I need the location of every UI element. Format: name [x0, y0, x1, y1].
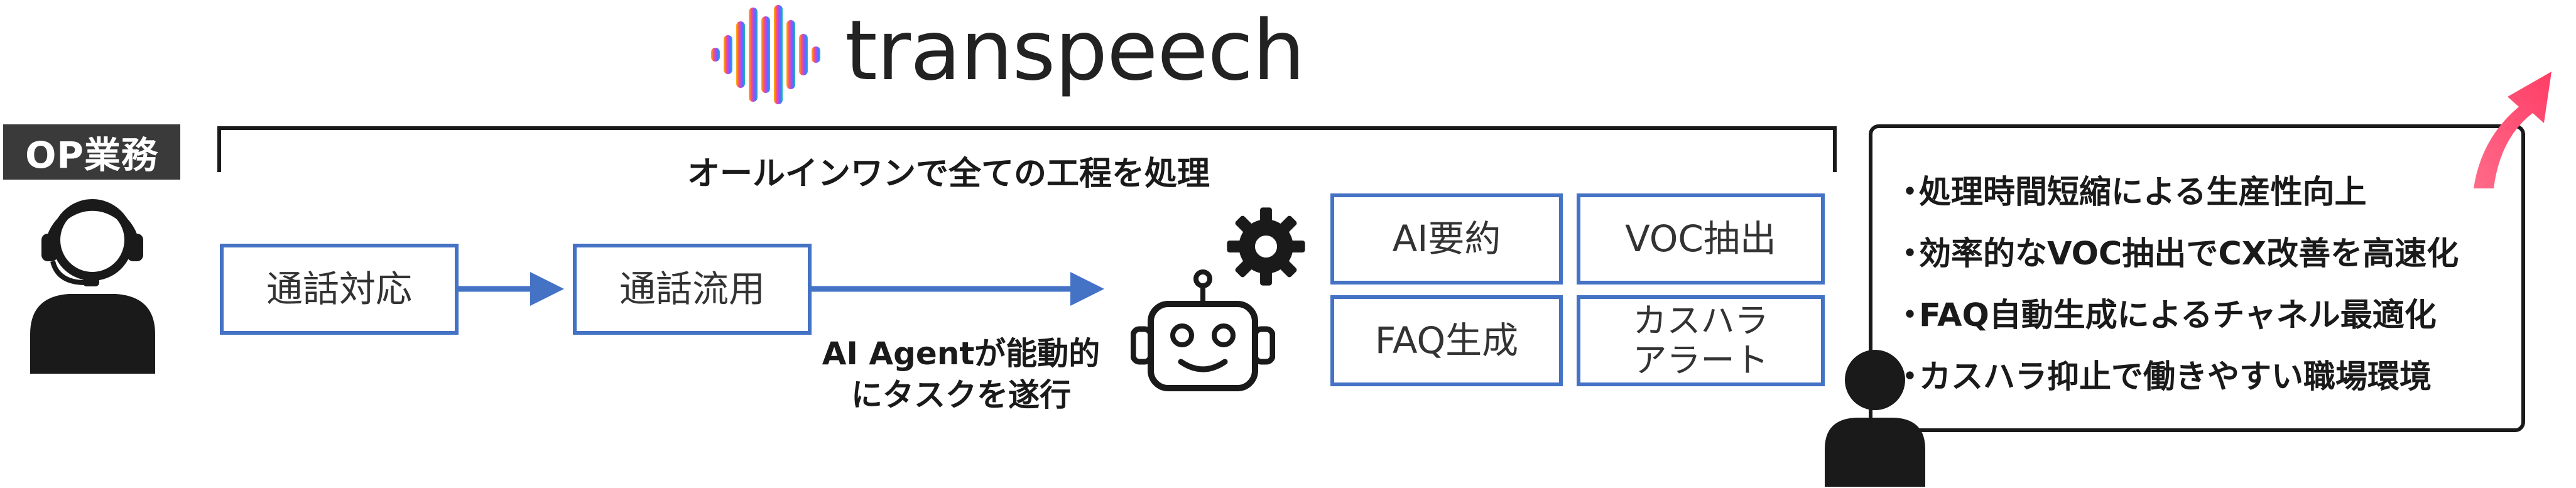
bullet: ・	[1894, 174, 1927, 211]
benefit-text: 処理時間短縮による生産性向上	[1919, 174, 2367, 211]
brand-name: transpeech	[845, 3, 1305, 99]
ai-agent-label: AI Agentが能動的 にタスクを遂行	[817, 333, 1106, 416]
benefits-panel	[1869, 124, 2525, 432]
benefit-item: ・カスハラ抑止で働きやすい職場環境	[1894, 347, 2522, 408]
bracket-label: オールインワンで全ての工程を処理	[687, 155, 1210, 193]
faq-generation-box: FAQ生成	[1330, 295, 1563, 386]
harassment-alert-line1: カスハラ	[1633, 301, 1769, 341]
voc-extraction-box: VOC抽出	[1577, 193, 1825, 285]
ai-agent-label-line2: にタスクを遂行	[851, 377, 1071, 413]
bullet: ・	[1894, 297, 1927, 334]
call-reuse-box: 通話流用	[573, 244, 812, 335]
benefit-item: ・効率的なVOC抽出でCX改善を高速化	[1894, 224, 2522, 285]
benefit-text: カスハラ抑止で働きやすい職場環境	[1919, 359, 2432, 396]
gear-icon	[1227, 207, 1305, 286]
benefit-text: 効率的なVOC抽出でCX改善を高速化	[1919, 236, 2459, 273]
benefit-item: ・処理時間短縮による生産性向上	[1894, 162, 2522, 224]
ai-summary-box: AI要約	[1330, 193, 1563, 285]
benefit-item: ・FAQ自動生成によるチャネル最適化	[1894, 285, 2522, 347]
call-handling-box: 通話対応	[220, 244, 459, 335]
operator-headset-icon	[30, 199, 155, 374]
bullet: ・	[1894, 236, 1927, 273]
op-badge: OP業務	[3, 124, 180, 180]
harassment-alert-line2: アラート	[1633, 340, 1769, 380]
growth-arrow-icon	[2474, 72, 2552, 188]
benefits-list: ・処理時間短縮による生産性向上 ・効率的なVOC抽出でCX改善を高速化 ・FAQ…	[1894, 162, 2522, 408]
all-in-one-bracket	[217, 126, 1837, 172]
person-icon	[1825, 350, 1925, 487]
harassment-alert-box: カスハラ アラート	[1577, 295, 1825, 386]
robot-icon	[1131, 269, 1275, 391]
ai-agent-label-line1: AI Agentが能動的	[822, 335, 1101, 372]
sound-wave-logo-icon	[711, 5, 820, 104]
benefit-text: FAQ自動生成によるチャネル最適化	[1919, 297, 2437, 334]
